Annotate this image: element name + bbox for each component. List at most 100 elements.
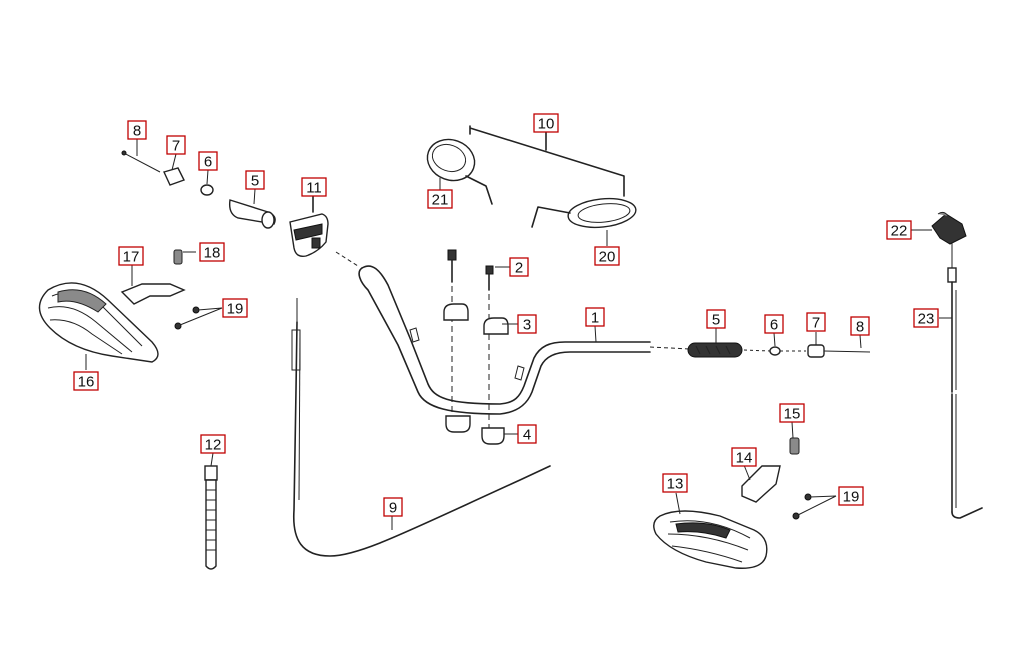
callout-label-l20: 20: [594, 246, 620, 266]
callout-number: 8: [133, 123, 141, 140]
callout-box: [779, 403, 805, 423]
callout-label-l11: 11: [301, 177, 327, 197]
callout-label-l7a: 7: [166, 135, 186, 155]
handlebar-clamps: [443, 249, 509, 445]
callout-label-l8a: 8: [127, 120, 147, 140]
callout-label-l3: 3: [517, 314, 537, 334]
callout-box: [886, 220, 912, 240]
callout-label-l22: 22: [886, 220, 912, 240]
callout-number: 6: [204, 154, 212, 171]
callout-number: 18: [204, 245, 221, 262]
brake-lever-and-cable: [931, 211, 983, 519]
callout-number: 7: [812, 315, 820, 332]
left-hand-guard: [38, 282, 159, 363]
callout-number: 19: [843, 489, 860, 506]
callout-label-l19b: 19: [838, 486, 864, 506]
callout-label-l10: 10: [533, 113, 559, 133]
callout-number: 11: [306, 180, 322, 197]
callout-number: 7: [172, 138, 180, 155]
callout-label-l1: 1: [585, 307, 605, 327]
callout-number: 6: [770, 317, 778, 334]
callout-label-l7b: 7: [806, 312, 826, 332]
callout-number: 12: [205, 437, 222, 454]
callout-box: [913, 308, 939, 328]
callout-box: [706, 309, 726, 329]
callout-label-l21: 21: [427, 189, 453, 209]
callout-label-l9: 9: [383, 497, 403, 517]
callout-number: 4: [523, 427, 531, 444]
callout-box: [585, 307, 605, 327]
callout-number: 23: [918, 311, 935, 328]
right-bracket: [741, 437, 837, 520]
callout-label-l6a: 6: [198, 151, 218, 171]
callout-number: 9: [389, 500, 397, 517]
handlebar: [335, 251, 691, 415]
callout-label-l2: 2: [509, 257, 529, 277]
callout-box: [166, 135, 186, 155]
callout-label-l19a: 19: [222, 298, 248, 318]
mirrors: [426, 125, 637, 229]
callout-label-l6b: 6: [764, 314, 784, 334]
callout-label-l5b: 5: [706, 309, 726, 329]
callout-label-l17: 17: [118, 246, 144, 266]
callout-number: 5: [251, 173, 259, 190]
callout-label-l18: 18: [199, 242, 225, 262]
leader-lines: [85, 138, 952, 515]
callout-box: [199, 242, 225, 262]
callout-label-l4: 4: [517, 424, 537, 444]
callout-number: 1: [591, 310, 599, 327]
throttle-cable: [291, 298, 551, 557]
callout-number: 20: [599, 249, 616, 266]
callout-box: [118, 246, 144, 266]
callout-box: [517, 424, 537, 444]
callout-label-l12: 12: [200, 434, 226, 454]
callout-box: [533, 113, 559, 133]
left-bracket: [120, 249, 223, 330]
callout-number: 15: [784, 406, 801, 423]
callout-number: 8: [856, 319, 864, 336]
callout-box: [594, 246, 620, 266]
callout-label-l14: 14: [731, 447, 757, 467]
callout-number: 5: [712, 312, 720, 329]
callout-box: [301, 177, 327, 197]
callout-box: [662, 473, 688, 493]
callout-box: [509, 257, 529, 277]
callout-label-l23: 23: [913, 308, 939, 328]
left-grip-assembly: [121, 150, 329, 258]
callout-number: 19: [227, 301, 244, 318]
callout-number: 16: [78, 374, 95, 391]
bolt-12: [204, 465, 218, 570]
callout-number: 14: [736, 450, 753, 467]
callout-box: [838, 486, 864, 506]
callout-box: [731, 447, 757, 467]
callout-box: [198, 151, 218, 171]
callout-box: [73, 371, 99, 391]
callout-number: 10: [538, 116, 555, 133]
callout-label-l5a: 5: [245, 170, 265, 190]
callout-box: [427, 189, 453, 209]
callout-label-l8b: 8: [850, 316, 870, 336]
callout-number: 13: [667, 476, 684, 493]
callout-box: [850, 316, 870, 336]
callout-box: [806, 312, 826, 332]
right-grip-assembly: [687, 342, 871, 358]
callout-box: [200, 434, 226, 454]
callout-box: [383, 497, 403, 517]
callout-number: 2: [515, 260, 523, 277]
callout-label-l15: 15: [779, 403, 805, 423]
callout-number: 17: [123, 249, 140, 266]
callout-box: [764, 314, 784, 334]
right-hand-guard: [653, 510, 768, 569]
callout-box: [127, 120, 147, 140]
callout-label-l16: 16: [73, 371, 99, 391]
callout-box: [245, 170, 265, 190]
callout-box: [517, 314, 537, 334]
callout-number: 22: [891, 223, 908, 240]
callout-number: 3: [523, 317, 531, 334]
callout-label-l13: 13: [662, 473, 688, 493]
callout-box: [222, 298, 248, 318]
callout-number: 21: [432, 192, 449, 209]
